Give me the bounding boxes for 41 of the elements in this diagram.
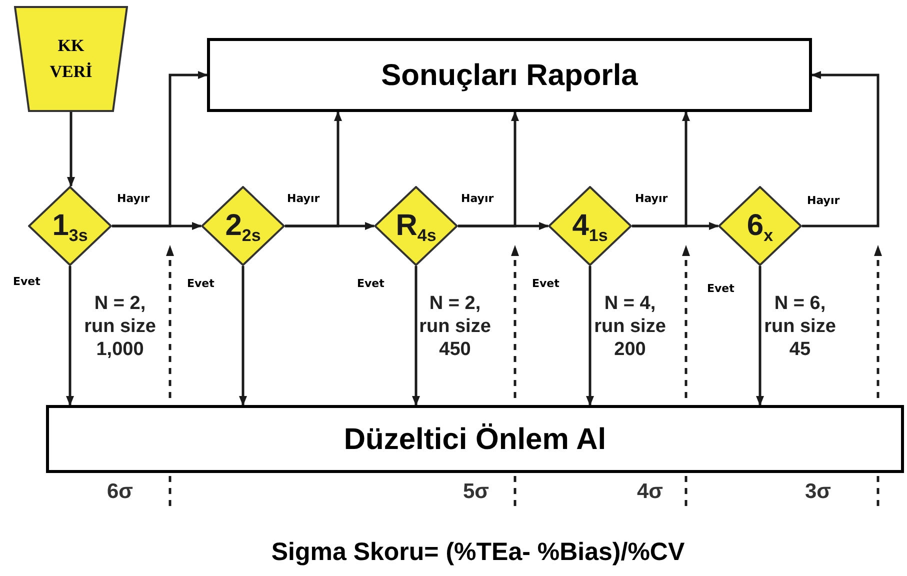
rule-name: 6$_{x}$: [746, 211, 774, 241]
arrow: [67, 112, 75, 187]
decision-diamond: [28, 186, 112, 266]
process-box: [46, 405, 904, 473]
arrow: [632, 111, 690, 228]
decision-diamond: [201, 186, 285, 266]
node-text: Sonuçları Raporla: [381, 58, 638, 94]
run-size-note: N = 2, run size 1,000: [83, 292, 157, 361]
formula-caption: Sigma Skoru= (%TEa- %Bias)/%CV: [271, 537, 685, 568]
decision-diamond: [718, 186, 802, 266]
run-size-note: N = 4, run size 200: [593, 292, 667, 361]
arrow: [285, 111, 342, 228]
arrow: [756, 266, 764, 406]
node-text: Düzeltici Önlem Al: [344, 422, 606, 458]
sigma-level: 5σ: [462, 479, 490, 505]
sigma-level: 4σ: [636, 479, 664, 505]
sigma-level: 6σ: [106, 479, 134, 505]
arrow: [112, 71, 208, 228]
sigma-level: 3σ: [804, 479, 832, 505]
arrow: [586, 266, 594, 406]
edge-label: Hayır: [460, 192, 495, 206]
arrow: [802, 71, 880, 228]
decision-diamond: [548, 186, 632, 266]
arrow: [458, 111, 519, 228]
rule-name: R$_{4s}$: [396, 211, 436, 241]
arrow: [66, 266, 74, 406]
data-trapezoid: [14, 6, 128, 112]
arrow: [239, 266, 247, 406]
arrow: [412, 266, 420, 406]
edge-label: Hayır: [116, 192, 151, 206]
run-size-note: N = 6, run size 45: [763, 292, 837, 361]
decision-diamond: [374, 186, 458, 266]
run-size-note: N = 2, run size 450: [418, 292, 492, 361]
rule-name: 1$_{3s}$: [52, 211, 88, 241]
rule-name: 4$_{1s}$: [572, 211, 608, 241]
node-text: KK VERİ: [48, 35, 94, 83]
edge-label: Hayır: [634, 192, 669, 206]
rule-name: 2$_{2s}$: [225, 211, 261, 241]
edge-label: Hayır: [286, 192, 321, 206]
process-box: [207, 38, 812, 112]
edge-label: Hayır: [806, 194, 841, 208]
